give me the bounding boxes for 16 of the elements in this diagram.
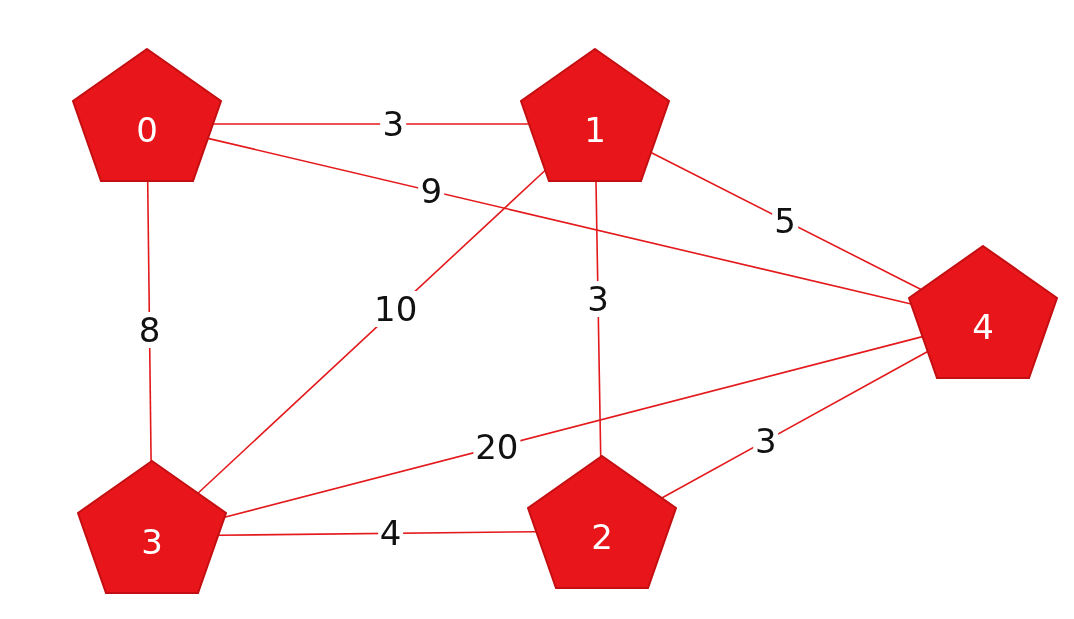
edge-line	[212, 123, 530, 125]
edge-line	[650, 151, 922, 291]
pentagon-node	[527, 455, 677, 589]
edge-line	[207, 137, 912, 305]
node-label: 2	[590, 517, 614, 557]
node-label: 0	[135, 110, 159, 150]
node-label: 1	[583, 110, 607, 150]
edge-line	[197, 169, 547, 495]
pentagon-node	[72, 48, 222, 182]
pentagon-node	[520, 48, 670, 182]
edge-label: 10	[372, 291, 420, 328]
edge-line	[661, 350, 929, 499]
node-label: 4	[971, 307, 995, 347]
node-label: 3	[140, 522, 164, 562]
pentagon-node	[908, 245, 1058, 379]
pentagon-node	[77, 460, 227, 594]
